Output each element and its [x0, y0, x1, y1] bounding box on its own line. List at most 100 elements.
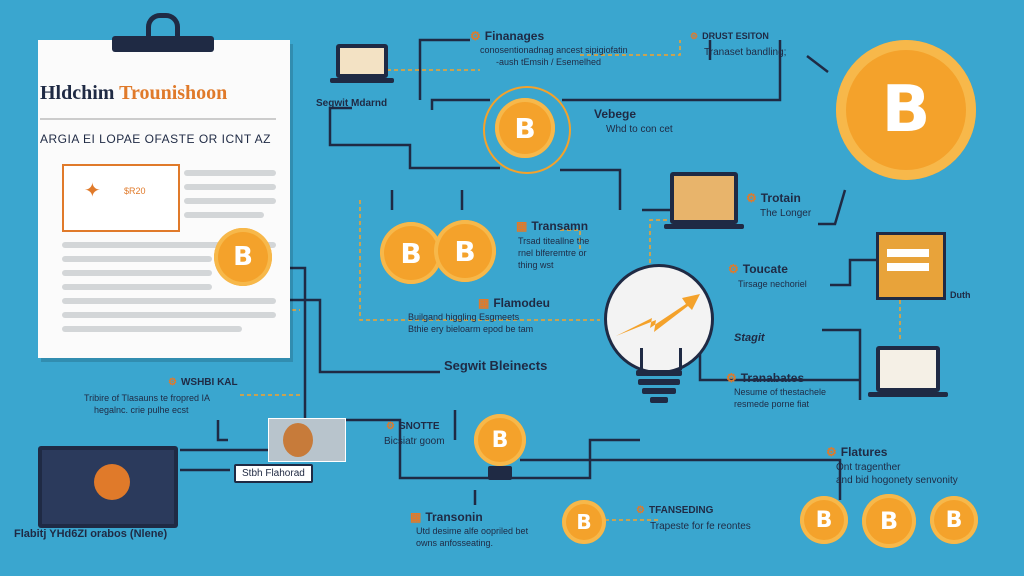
tfanseding-text: Trapeste for fe reontes: [650, 521, 751, 532]
tranabates-text: resmede porne fiat: [734, 399, 810, 409]
bulb-base: [488, 466, 512, 480]
bitcoin-coin-icon: B: [380, 222, 442, 284]
bitcoin-coin-icon: B: [862, 494, 916, 548]
transamn-title: ▦Transamn: [516, 219, 589, 233]
gear-icon: ⚙: [726, 371, 737, 385]
gear-icon: ⚙: [746, 191, 757, 205]
toucate-text: Tirsage nechoriel: [738, 279, 807, 289]
finanages-text: -aush tEmsih / Esemelhed: [496, 57, 602, 67]
clipboard-ring-icon: [146, 13, 180, 40]
bitcoin-coin-icon: B: [495, 98, 555, 158]
laptop-base: [664, 224, 744, 229]
chart-icon: ▦: [478, 296, 490, 310]
bottom-left-caption: Flabitj YHd6ZI orabos (Nlene): [14, 528, 168, 540]
vebege-title: Vebege: [594, 107, 637, 121]
clipboard-clip: [112, 36, 214, 52]
snotte-title: ⚙SNOTTE: [386, 421, 440, 432]
text-line: [62, 242, 276, 248]
vebege-text: Whd to con cet: [606, 124, 673, 135]
tfanseding-title: ⚙TFANSEDING: [636, 505, 714, 516]
gear-icon: ⚙: [690, 31, 699, 41]
transonin-title: ▦Transonin: [410, 510, 483, 524]
bitcoin-coin-icon: B: [800, 496, 848, 544]
monitor-icon: [876, 346, 940, 392]
flatures-text: and bid hogonety senvonity: [836, 475, 958, 486]
bitcoin-coin-icon: B: [434, 220, 496, 282]
finanages-text: conosentionadnag ancest sipigiofatin: [480, 45, 628, 55]
bitcoin-coin-icon: B: [562, 500, 606, 544]
flatures-text: Ont tragenther: [836, 462, 901, 473]
bulb-base: [638, 379, 680, 385]
folder-icon: [876, 232, 946, 300]
text-line: [62, 326, 242, 332]
arrow-up-icon: [616, 294, 700, 336]
star-icon: ✦: [84, 180, 101, 202]
document-image-box: ✦ $R20: [62, 164, 180, 232]
chart-icon: ▦: [516, 219, 528, 233]
bulb-base: [650, 397, 668, 403]
text-line: [62, 312, 276, 318]
laptop-icon: [336, 44, 388, 78]
text-line: [184, 184, 276, 190]
thumb-label: $R20: [124, 186, 146, 196]
gear-icon: ⚙: [826, 445, 837, 459]
snotte-text: Bicsiatr goom: [384, 436, 445, 447]
monitor-base: [868, 392, 948, 397]
wshbi-text: hegalnc. crie pulhe ecst: [94, 405, 189, 415]
laptop-base: [330, 78, 394, 83]
segwit-bleinects-title: Segwit Bleinects: [444, 358, 548, 373]
transonin-text: owns anfosseating.: [416, 538, 494, 548]
laptop-icon: [670, 172, 738, 224]
text-line: [62, 256, 212, 262]
lightbulb-icon: [604, 264, 714, 374]
finanages-title: ⚙Finanages: [470, 29, 545, 43]
wshbi-title: ⚙WSHBI KAL: [168, 377, 238, 388]
tranabates-text: Nesume of thestachele: [734, 387, 827, 397]
folder-line: [887, 263, 929, 271]
chart-icon: ▦: [410, 510, 422, 524]
drust-text: Tranaset bandling;: [704, 47, 787, 58]
large-bitcoin-coin-icon: B: [836, 40, 976, 180]
transamn-text: Trsad titeallne the: [518, 236, 590, 246]
document-title: Hldchim Trounishoon: [40, 82, 228, 104]
stbh-flahorad-box: Stbh Flahorad: [234, 464, 313, 483]
gear-icon: ⚙: [728, 262, 739, 276]
text-line: [184, 198, 276, 204]
flatures-title: ⚙Flatures: [826, 445, 888, 459]
bulb-base: [636, 370, 682, 376]
avatar: [283, 423, 313, 457]
tranabates-title: ⚙Tranabates: [726, 371, 805, 385]
text-line: [62, 298, 276, 304]
document-divider: [40, 118, 276, 120]
transamn-text: rnel blferemtre or: [518, 248, 587, 258]
text-line: [62, 284, 212, 290]
transamn-text: thing wst: [518, 260, 554, 270]
stagit-label: Stagit: [734, 332, 765, 344]
trotain-title: ⚙Trotain: [746, 191, 801, 205]
bitcoin-coin-icon: B: [214, 228, 272, 286]
gear-icon: ⚙: [636, 505, 645, 516]
coin-ring: [483, 86, 571, 174]
document-subtitle: ARGIA EI LOPAE OFASTE OR ICNT AZ: [40, 132, 271, 146]
gear-icon: ⚙: [386, 421, 395, 432]
gear-icon: ⚙: [470, 29, 481, 43]
transonin-text: Utd desime alfe oopriled bet: [416, 526, 529, 536]
folder-line: [887, 249, 929, 257]
duth-label: Duth: [950, 290, 971, 300]
flamodeu-title: ▦Flamodeu: [478, 296, 551, 310]
image-card: [268, 418, 346, 462]
laptop-icon: [38, 446, 178, 528]
bitcoin-coin-icon: B: [930, 496, 978, 544]
wshbi-text: Tribire of Tlasauns te fropred IA: [84, 393, 211, 403]
toucate-title: ⚙Toucate: [728, 262, 788, 276]
text-line: [184, 212, 264, 218]
flamodeu-text: Bthie ery bieloarm epod be tam: [408, 324, 534, 334]
text-line: [62, 270, 212, 276]
gear-icon: ⚙: [168, 377, 177, 388]
bulb-base: [642, 388, 676, 394]
avatar: [94, 464, 130, 500]
segwit-label: Segwit Mdarnd: [316, 98, 388, 109]
text-line: [184, 170, 276, 176]
drust-title: ⚙DRUST ESITON: [690, 31, 769, 41]
flamodeu-text: Builgand higgling Esgmeets: [408, 312, 520, 322]
